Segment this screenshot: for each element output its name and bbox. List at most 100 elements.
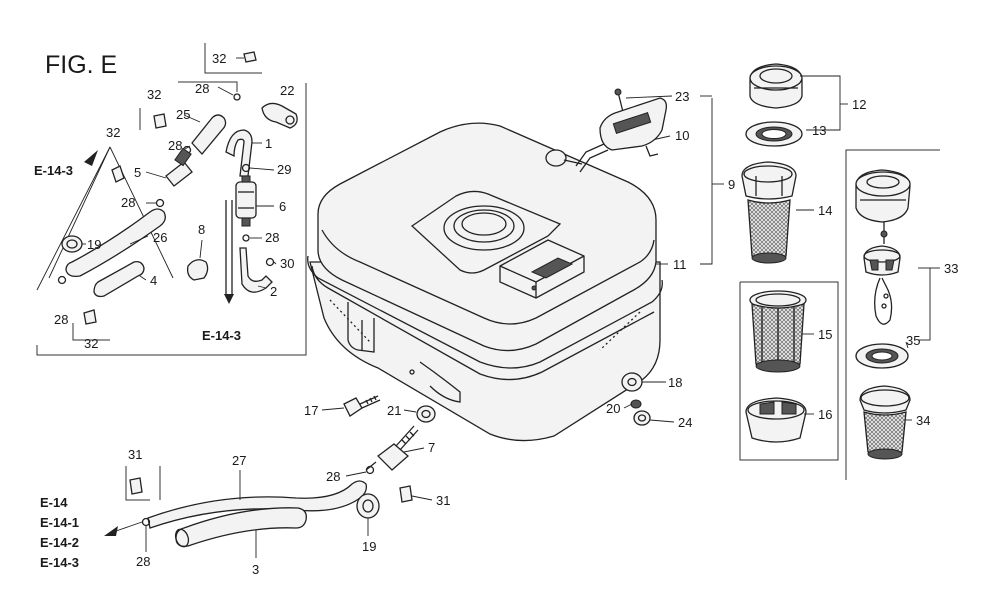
hose-25-shape — [191, 114, 227, 155]
nut-21-shape — [416, 405, 436, 423]
fitting-5-shape — [145, 147, 193, 187]
fuel-tank-shape — [307, 122, 663, 442]
callout-19-left: 19 — [87, 237, 101, 252]
clip-32-top-shape — [236, 51, 257, 63]
callout-12: 12 — [852, 97, 866, 112]
clamp-28-d-upper-shape — [242, 234, 250, 242]
clip-31-left-shape — [129, 477, 143, 495]
nut-24-shape — [633, 410, 651, 426]
callout-21: 21 — [387, 403, 401, 418]
callout-35: 35 — [906, 333, 920, 348]
clamp-28-top-shape — [233, 93, 241, 101]
drain-leaders — [321, 381, 675, 477]
callout-28-d: 28 — [54, 312, 68, 327]
callout-26: 26 — [153, 230, 167, 245]
hose-26-shape — [65, 208, 166, 278]
clamp-30-shape — [265, 257, 275, 267]
callout-17: 17 — [304, 403, 318, 418]
callout-4: 4 — [150, 273, 157, 288]
callout-16: 16 — [818, 407, 832, 422]
arrow-to-e14-3-left — [84, 150, 98, 166]
ref-e14-3-lower: E-14-3 — [202, 328, 241, 343]
figure-title: FIG. E — [45, 51, 117, 79]
arrow-to-e14-3-lower — [224, 294, 234, 304]
callout-22: 22 — [280, 83, 294, 98]
clamp-28-e-shape — [365, 465, 375, 475]
left-leaders — [82, 86, 277, 289]
callout-2: 2 — [270, 284, 277, 299]
callout-3: 3 — [252, 562, 259, 577]
right-cap-group — [845, 149, 940, 480]
strainer-box — [739, 281, 839, 461]
callout-7: 7 — [428, 440, 435, 455]
cap-set-leaders — [796, 75, 848, 211]
clip-22-shape — [261, 102, 298, 129]
clamp-29-shape — [241, 163, 251, 173]
clamp-28-b-shape — [155, 198, 165, 208]
callout-8: 8 — [198, 222, 205, 237]
callout-23: 23 — [675, 89, 689, 104]
hose-4-shape — [93, 260, 145, 298]
bottom-leaders — [145, 470, 433, 558]
callout-13: 13 — [812, 123, 826, 138]
callout-27: 27 — [232, 453, 246, 468]
fuel-cock-7-shape — [365, 425, 419, 471]
strainer-box-leaders — [802, 333, 814, 415]
callout-32-c: 32 — [84, 336, 98, 351]
washer-18-shape — [621, 372, 643, 392]
filter-6-shape — [235, 175, 257, 227]
callout-28-top: 28 — [195, 81, 209, 96]
clip-31-right-shape — [399, 485, 413, 503]
callout-28-f: 28 — [136, 554, 150, 569]
clamp-28-c-shape — [57, 275, 67, 285]
callout-1: 1 — [265, 136, 272, 151]
ref-e14-3-bottom: E-14-3 — [40, 555, 79, 570]
callout-28-e: 28 — [326, 469, 340, 484]
callout-28-a: 28 — [168, 138, 182, 153]
clip-32-a-shape — [153, 113, 167, 129]
callout-32-top: 32 — [212, 51, 226, 66]
callout-15: 15 — [818, 327, 832, 342]
callout-20: 20 — [606, 401, 620, 416]
filler-cap-set-shape — [741, 63, 803, 264]
hose-1-shape — [225, 129, 253, 177]
ref-e14-1: E-14-1 — [40, 515, 79, 530]
ref-e14-2: E-14-2 — [40, 535, 79, 550]
callout-24: 24 — [678, 415, 692, 430]
ref-e14-3-left: E-14-3 — [34, 163, 73, 178]
clip-19-bottom-shape — [356, 493, 380, 519]
left-group-frame — [36, 43, 307, 356]
right-cap-leaders — [905, 341, 912, 421]
clip-19-left-shape — [61, 235, 83, 253]
callout-11: 11 — [673, 257, 687, 272]
callout-32-b: 32 — [106, 125, 120, 140]
callout-34: 34 — [916, 413, 930, 428]
callout-labels: 32 28 22 32 25 32 28 1 5 29 28 6 19 26 8… — [54, 51, 958, 577]
callout-28-b: 28 — [121, 195, 135, 210]
reference-labels: E-14-3 E-14-3 E-14 E-14-1 E-14-2 E-14-3 — [34, 163, 241, 570]
ref-e14: E-14 — [40, 495, 68, 510]
callout-33: 33 — [944, 261, 958, 276]
callout-10: 10 — [675, 128, 689, 143]
callout-28-c: 28 — [265, 230, 279, 245]
callout-25: 25 — [176, 107, 190, 122]
callout-14: 14 — [818, 203, 832, 218]
callout-30: 30 — [280, 256, 294, 271]
fuel-gauge-assembly-shape — [545, 88, 668, 173]
left-fuel-line-parts — [57, 51, 298, 325]
callout-29: 29 — [277, 162, 291, 177]
callout-31-right: 31 — [436, 493, 450, 508]
clip-32-c-shape — [83, 309, 97, 325]
callout-31-left: 31 — [128, 447, 142, 462]
callout-19-bottom: 19 — [362, 539, 376, 554]
callout-18: 18 — [668, 375, 682, 390]
washer-20-shape — [630, 399, 642, 409]
bottom-hoses — [104, 466, 413, 548]
drain-and-fasteners — [343, 372, 651, 475]
clip-8-shape — [186, 259, 209, 281]
callout-6: 6 — [279, 199, 286, 214]
callout-9: 9 — [728, 177, 735, 192]
clip-32-b-shape — [111, 165, 125, 183]
hose-2-shape — [239, 247, 273, 293]
